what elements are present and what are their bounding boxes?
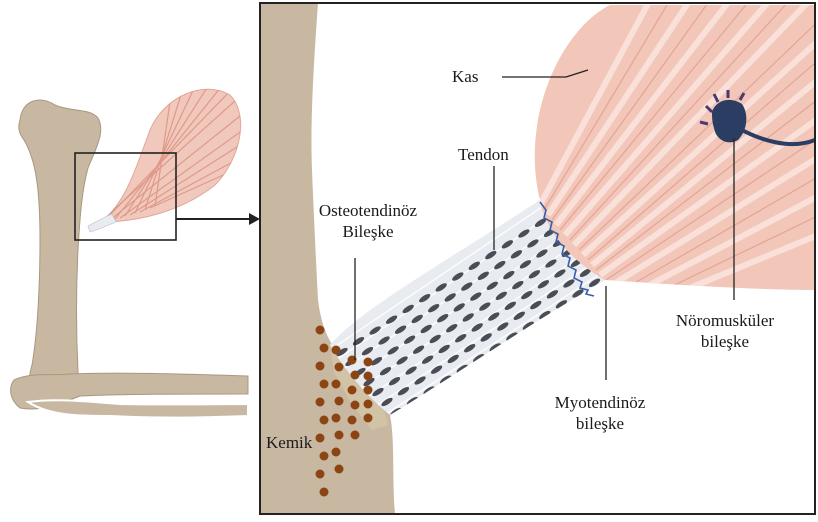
bone-cell	[335, 431, 344, 440]
label-kemik: Kemik	[266, 432, 312, 453]
label-neuromuscular: Nöromusküler bileşke	[650, 310, 800, 352]
label-myotendinous-line2: bileşke	[520, 413, 680, 434]
bone-cell	[316, 326, 325, 335]
bone-cell	[351, 371, 360, 380]
arrow-right-icon	[176, 213, 260, 225]
forearm-bone-lower	[28, 400, 248, 417]
bone-cell	[320, 380, 329, 389]
bone-cell	[364, 372, 373, 381]
bone-cell	[364, 414, 373, 423]
bone-cell	[332, 414, 341, 423]
bone-cell	[335, 465, 344, 474]
label-kas: Kas	[452, 66, 478, 87]
label-osteotendinous-line2: Bileşke	[300, 221, 436, 242]
label-osteotendinous-line1: Osteotendinöz	[300, 200, 436, 221]
bone-cell	[335, 363, 344, 372]
bone-cell	[332, 380, 341, 389]
bone-cell	[320, 452, 329, 461]
bone-cell	[332, 346, 341, 355]
bone-cell	[332, 448, 341, 457]
label-neuromuscular-line2: bileşke	[650, 331, 800, 352]
bone-cell	[351, 431, 360, 440]
bone-cell	[335, 397, 344, 406]
bone-cell	[351, 401, 360, 410]
humerus-bone	[19, 100, 101, 398]
bone-cell	[316, 398, 325, 407]
overview-illustration	[11, 80, 260, 418]
label-myotendinous: Myotendinöz bileşke	[520, 392, 680, 434]
zoomed-detail	[260, 0, 818, 514]
bone-cell	[364, 386, 373, 395]
small-muscle	[88, 80, 250, 232]
bone-cell	[320, 488, 329, 497]
bone-cell	[320, 344, 329, 353]
label-osteotendinous: Osteotendinöz Bileşke	[300, 200, 436, 242]
bone-cell	[364, 400, 373, 409]
bone-cell	[364, 358, 373, 367]
label-myotendinous-line1: Myotendinöz	[520, 392, 680, 413]
bone-cell	[316, 362, 325, 371]
bone-cell	[316, 470, 325, 479]
label-neuromuscular-line1: Nöromusküler	[650, 310, 800, 331]
bone-cell	[320, 416, 329, 425]
bone-cell	[348, 386, 357, 395]
label-tendon: Tendon	[458, 144, 509, 165]
bone-cell	[348, 416, 357, 425]
bone-cell	[316, 434, 325, 443]
